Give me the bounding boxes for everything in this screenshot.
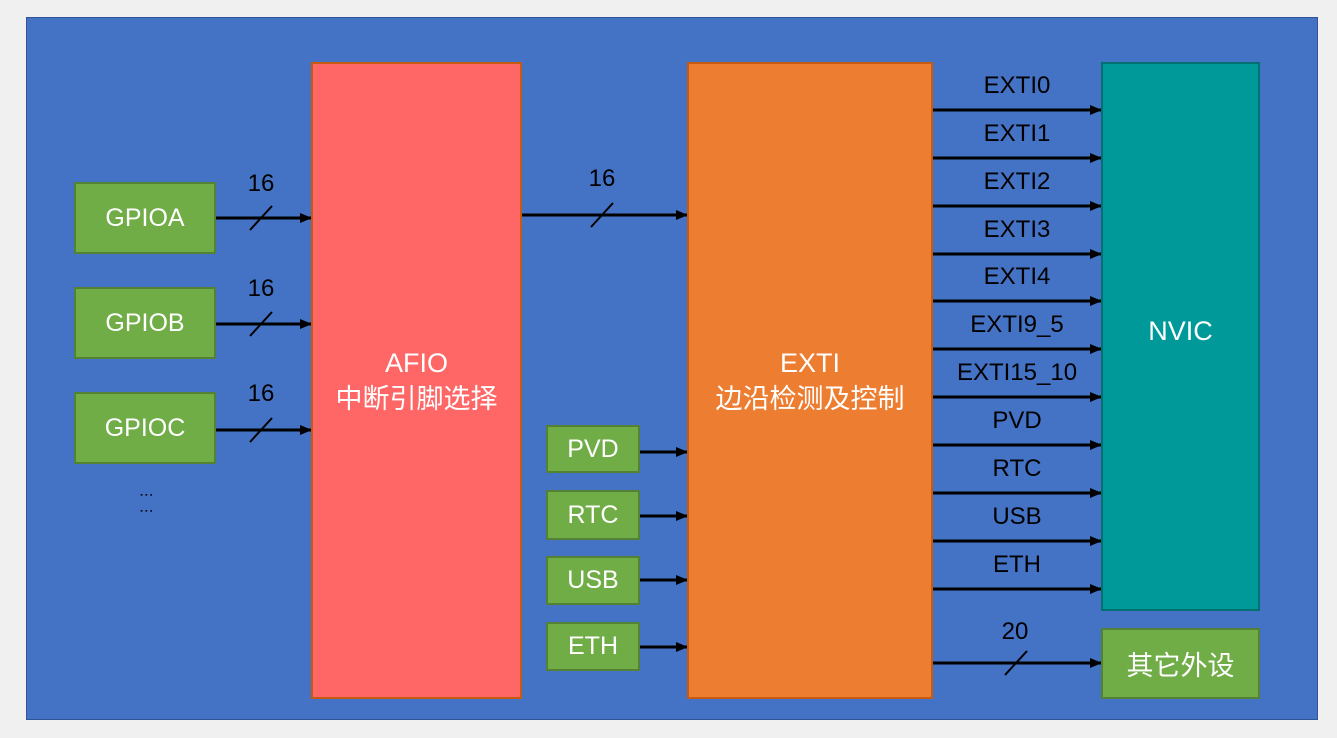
rtc-input-label: RTC [567,500,619,529]
exti-output-label: EXTI1 [983,120,1051,147]
afio-block: AFIO 中断引脚选择 [311,62,522,699]
eth-input-label: ETH [568,632,618,660]
other-peripherals-label: 其它外设 [1126,651,1235,681]
exti-output-label: EXTI3 [983,216,1051,243]
exti-output-label: EXTI4 [983,263,1051,290]
gpioa-box: GPIOA [74,182,216,254]
gpioc-box: GPIOC [74,392,216,464]
exti-subtitle: 边沿检测及控制 [715,383,905,414]
gpioc-bus-slash [249,417,273,443]
exti-output-label: PVD [992,407,1042,434]
exti-output-label: EXTI15_10 [956,359,1078,386]
afio-title: AFIO [384,347,448,378]
usb-input-box: USB [546,556,640,605]
gpioa-label: GPIOA [105,203,185,232]
exti-output-label: EXTI0 [983,72,1051,99]
gpiob-bus-width: 16 [247,275,275,302]
gpioa-bus-width: 16 [247,170,275,197]
afio-subtitle: 中断引脚选择 [335,383,498,414]
nvic-title: NVIC [1148,316,1213,346]
other-peripherals-box: 其它外设 [1101,628,1260,699]
gpioc-bus-width: 16 [247,380,275,407]
exti-output-label: ETH [993,551,1041,578]
gpiob-label: GPIOB [105,308,185,337]
other-bus-slash [1004,650,1028,676]
nvic-block: NVIC [1101,62,1260,611]
gpioc-label: GPIOC [104,413,186,442]
pvd-input-label: PVD [567,434,619,463]
exti-output-label: RTC [992,455,1042,482]
eth-input-box: ETH [546,622,640,671]
gpioa-bus-slash [249,205,273,231]
exti-block: EXTI 边沿检测及控制 [687,62,933,699]
gpiob-box: GPIOB [74,287,216,359]
exti-title: EXTI [779,347,840,378]
exti-output-label: EXTI9_5 [970,311,1064,338]
usb-input-label: USB [567,566,619,594]
exti-output-label: USB [992,503,1042,530]
afio-exti-bus-width: 16 [588,165,616,192]
other-bus-width: 20 [1001,618,1029,645]
gpiob-bus-slash [249,311,273,337]
pvd-input-box: PVD [546,425,640,473]
gpio-ellipsis: ⋮⋮ [139,488,155,520]
rtc-input-box: RTC [546,490,640,540]
afio-exti-bus-slash [590,202,614,228]
exti-output-label: EXTI2 [983,168,1051,195]
